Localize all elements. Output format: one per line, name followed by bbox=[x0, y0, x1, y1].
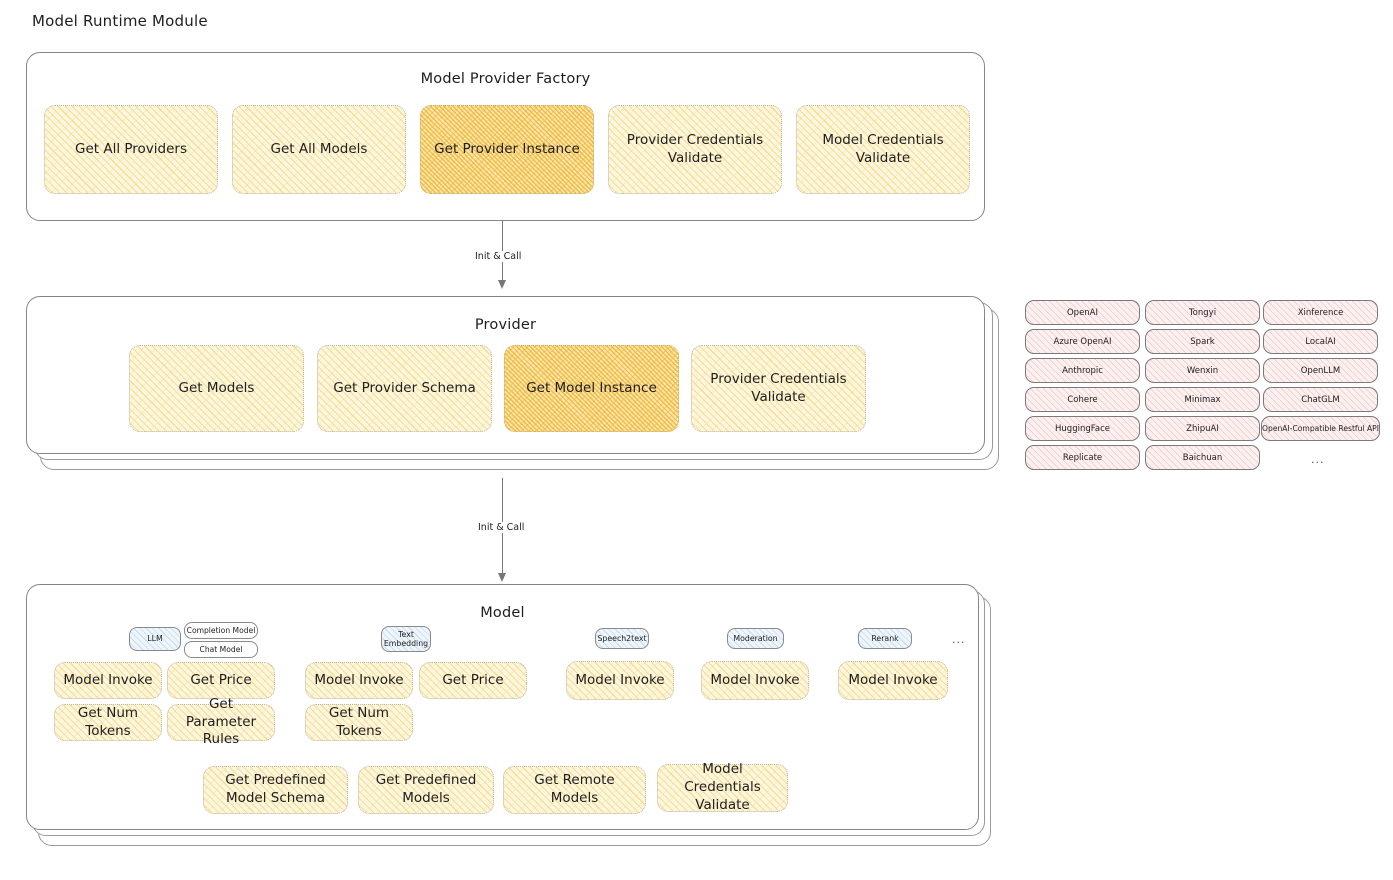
factory-card-get-all-models[interactable]: Get All Models bbox=[232, 105, 406, 194]
provider-pill-baichuan[interactable]: Baichuan bbox=[1145, 445, 1260, 470]
text-embedding-method-model-invoke[interactable]: Model Invoke bbox=[305, 662, 413, 699]
provider-pill-zhipuai[interactable]: ZhipuAI bbox=[1145, 416, 1260, 441]
model-type-badge-speech2text[interactable]: Speech2text bbox=[595, 628, 649, 649]
rerank-method-model-invoke[interactable]: Model Invoke bbox=[838, 661, 948, 700]
provider-title: Provider bbox=[474, 317, 537, 333]
provider-pill-openllm[interactable]: OpenLLM bbox=[1263, 358, 1378, 383]
arrow-factory-to-provider-head bbox=[498, 280, 506, 289]
model-subtype-badge-completion-model[interactable]: Completion Model bbox=[184, 622, 258, 639]
factory-card-get-all-providers[interactable]: Get All Providers bbox=[44, 105, 218, 194]
llm-method-model-invoke[interactable]: Model Invoke bbox=[54, 662, 162, 699]
provider-pill-spark[interactable]: Spark bbox=[1145, 329, 1260, 354]
model-shared-get-remote-models[interactable]: Get Remote Models bbox=[503, 766, 646, 814]
model-provider-factory-title: Model Provider Factory bbox=[420, 71, 591, 87]
text-embedding-method-get-num-tokens[interactable]: Get Num Tokens bbox=[305, 704, 413, 741]
model-types-ellipsis: ... bbox=[952, 633, 966, 646]
factory-card-provider-credentials-validate[interactable]: Provider Credentials Validate bbox=[608, 105, 782, 194]
model-type-badge-llm[interactable]: LLM bbox=[129, 627, 181, 651]
model-type-badge-text-embedding[interactable]: Text Embedding bbox=[381, 626, 431, 652]
provider-pill-replicate[interactable]: Replicate bbox=[1025, 445, 1140, 470]
provider-pill-chatglm[interactable]: ChatGLM bbox=[1263, 387, 1378, 412]
model-shared-model-credentials-validate[interactable]: Model Credentials Validate bbox=[657, 761, 788, 813]
provider-list-ellipsis: ... bbox=[1311, 453, 1325, 466]
provider-card-get-provider-schema[interactable]: Get Provider Schema bbox=[317, 345, 492, 432]
model-shared-get-predefined-model-schema[interactable]: Get Predefined Model Schema bbox=[203, 766, 348, 814]
provider-card-get-models[interactable]: Get Models bbox=[129, 345, 304, 432]
text-embedding-method-get-price[interactable]: Get Price bbox=[419, 662, 527, 699]
provider-pill-anthropic[interactable]: Anthropic bbox=[1025, 358, 1140, 383]
speech2text-method-model-invoke[interactable]: Model Invoke bbox=[566, 661, 674, 700]
model-shared-get-predefined-models[interactable]: Get Predefined Models bbox=[358, 766, 494, 814]
provider-pill-huggingface[interactable]: HuggingFace bbox=[1025, 416, 1140, 441]
provider-pill-wenxin[interactable]: Wenxin bbox=[1145, 358, 1260, 383]
arrow-factory-to-provider-label: Init & Call bbox=[472, 251, 525, 262]
provider-pill-azure-openai[interactable]: Azure OpenAI bbox=[1025, 329, 1140, 354]
factory-card-get-provider-instance[interactable]: Get Provider Instance bbox=[420, 105, 594, 194]
factory-card-model-credentials-validate[interactable]: Model Credentials Validate bbox=[796, 105, 970, 194]
model-title: Model bbox=[480, 605, 525, 621]
arrow-provider-to-model-head bbox=[498, 573, 506, 582]
provider-pill-localai[interactable]: LocalAI bbox=[1263, 329, 1378, 354]
page-title: Model Runtime Module bbox=[32, 12, 208, 30]
llm-method-get-num-tokens[interactable]: Get Num Tokens bbox=[54, 704, 162, 741]
moderation-method-model-invoke[interactable]: Model Invoke bbox=[701, 661, 809, 700]
llm-method-get-price[interactable]: Get Price bbox=[167, 662, 275, 699]
provider-card-provider-credentials-validate[interactable]: Provider Credentials Validate bbox=[691, 345, 866, 432]
model-type-badge-rerank[interactable]: Rerank bbox=[858, 628, 912, 649]
arrow-provider-to-model-label: Init & Call bbox=[475, 522, 528, 533]
model-type-badge-moderation[interactable]: Moderation bbox=[727, 628, 784, 649]
provider-pill-openai[interactable]: OpenAI bbox=[1025, 300, 1140, 325]
provider-pill-xinference[interactable]: Xinference bbox=[1263, 300, 1378, 325]
provider-pill-openai-compatible-restful-api[interactable]: OpenAI-Compatible Restful API bbox=[1261, 416, 1380, 441]
provider-pill-cohere[interactable]: Cohere bbox=[1025, 387, 1140, 412]
provider-pill-tongyi[interactable]: Tongyi bbox=[1145, 300, 1260, 325]
provider-pill-minimax[interactable]: Minimax bbox=[1145, 387, 1260, 412]
llm-method-get-parameter-rules[interactable]: Get Parameter Rules bbox=[167, 696, 275, 747]
model-subtype-badge-chat-model[interactable]: Chat Model bbox=[184, 641, 258, 658]
provider-card-get-model-instance[interactable]: Get Model Instance bbox=[504, 345, 679, 432]
